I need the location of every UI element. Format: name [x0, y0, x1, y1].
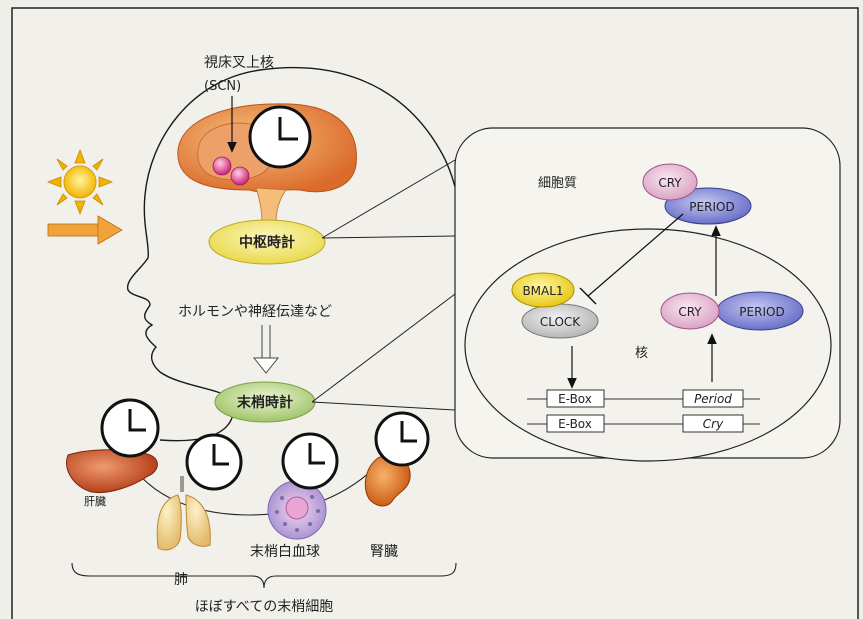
nucleus-label: 核	[635, 346, 648, 361]
cry-nucleus-label: CRY	[678, 305, 702, 319]
connector-line	[311, 401, 456, 411]
period-top-label: PERIOD	[689, 200, 734, 214]
bottom-brace	[71, 562, 457, 589]
clock-label: CLOCK	[540, 315, 581, 329]
cry-protein-top	[642, 163, 698, 201]
lung-icon	[156, 476, 211, 551]
inhibition-bar	[579, 287, 597, 305]
connector-line	[321, 159, 456, 239]
liver-label: 肝臓	[84, 495, 106, 508]
ebox-1	[546, 389, 605, 408]
clock-icon	[374, 411, 430, 467]
connector-line	[311, 293, 456, 403]
connector-line	[321, 235, 456, 239]
white-blood-cell-icon	[267, 480, 327, 540]
all-peripheral-label: ほぼすべての末梢細胞	[195, 599, 333, 615]
clock-icon	[100, 398, 160, 458]
cry-gene-label: Cry	[703, 417, 724, 431]
light-arrow-icon	[47, 215, 123, 245]
cry-gene	[682, 414, 744, 433]
signals-label: ホルモンや神経伝達など	[178, 304, 332, 320]
ebox-1-label: E-Box	[558, 392, 592, 406]
cytoplasm-label: 細胞質	[538, 176, 577, 191]
cry-protein-nucleus	[660, 292, 720, 330]
scn-title: 視床叉上核	[204, 55, 274, 71]
clock-icon	[185, 433, 243, 491]
bmal1-label: BMAL1	[522, 284, 563, 298]
inhibition-line	[587, 213, 684, 297]
period-gene	[682, 389, 744, 408]
nucleus	[464, 228, 832, 462]
organ-connector	[124, 454, 381, 516]
period-protein-top	[664, 187, 752, 225]
central-clock-node	[208, 219, 326, 265]
period-gene-label: Period	[694, 392, 732, 406]
scn-subtitle: (SCN)	[204, 79, 241, 94]
wbc-label: 末梢白血球	[250, 544, 320, 560]
clock-icon	[248, 105, 312, 169]
central-clock-label: 中枢時計	[239, 234, 295, 251]
ebox-2	[546, 414, 605, 433]
period-nucleus-label: PERIOD	[739, 305, 784, 319]
clock-icon	[281, 432, 339, 490]
sun-icon	[46, 148, 114, 216]
cry-top-label: CRY	[658, 176, 682, 190]
kidney-label: 腎臓	[370, 544, 398, 560]
signal-arrow-icon	[252, 325, 280, 374]
ebox-2-label: E-Box	[558, 417, 592, 431]
bmal1-protein	[511, 272, 575, 308]
head-outline	[126, 66, 467, 442]
lung-label: 肺	[174, 572, 188, 588]
peripheral-clock-label: 末梢時計	[237, 394, 293, 411]
